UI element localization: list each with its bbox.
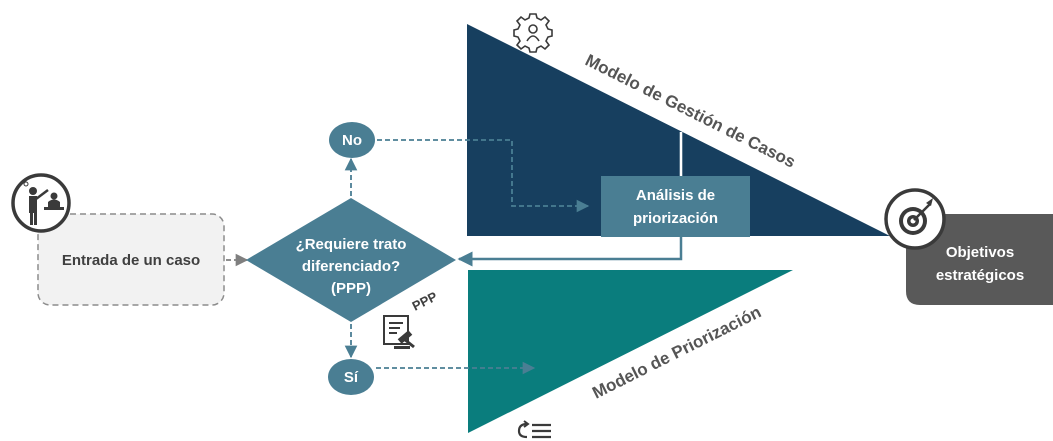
- target-arrow-icon: [884, 188, 946, 250]
- analysis-label-line2: priorización: [633, 210, 718, 227]
- decision-diamond[interactable]: [246, 198, 456, 322]
- person-at-desk-icon: [11, 173, 71, 233]
- entry-label: Entrada de un caso: [62, 252, 200, 269]
- document-gavel-icon: [383, 315, 415, 349]
- ppp-tag: PPP: [410, 288, 440, 313]
- no-node[interactable]: [329, 122, 375, 158]
- no-label: No: [342, 132, 362, 149]
- objectives-box[interactable]: [906, 214, 1053, 305]
- yes-label: Sí: [344, 369, 359, 386]
- prioritization-triangle: [468, 270, 793, 433]
- analysis-box[interactable]: [601, 176, 750, 237]
- yes-node[interactable]: [328, 359, 374, 395]
- decision-label-line1: ¿Requiere trato: [296, 236, 407, 253]
- no-to-analysis-arrow: [377, 139, 590, 213]
- objectives-label-line1: Objetivos: [946, 244, 1014, 261]
- case-management-triangle: [467, 24, 890, 236]
- gear-person-icon: [513, 13, 553, 53]
- decision-label-line2: diferenciado?: [302, 258, 400, 275]
- decision-label-line3: (PPP): [331, 280, 371, 297]
- objectives-label-line2: estratégicos: [936, 267, 1024, 284]
- reorder-list-icon: [517, 420, 551, 439]
- entry-box[interactable]: [37, 213, 225, 306]
- analysis-label-line1: Análisis de: [636, 187, 715, 204]
